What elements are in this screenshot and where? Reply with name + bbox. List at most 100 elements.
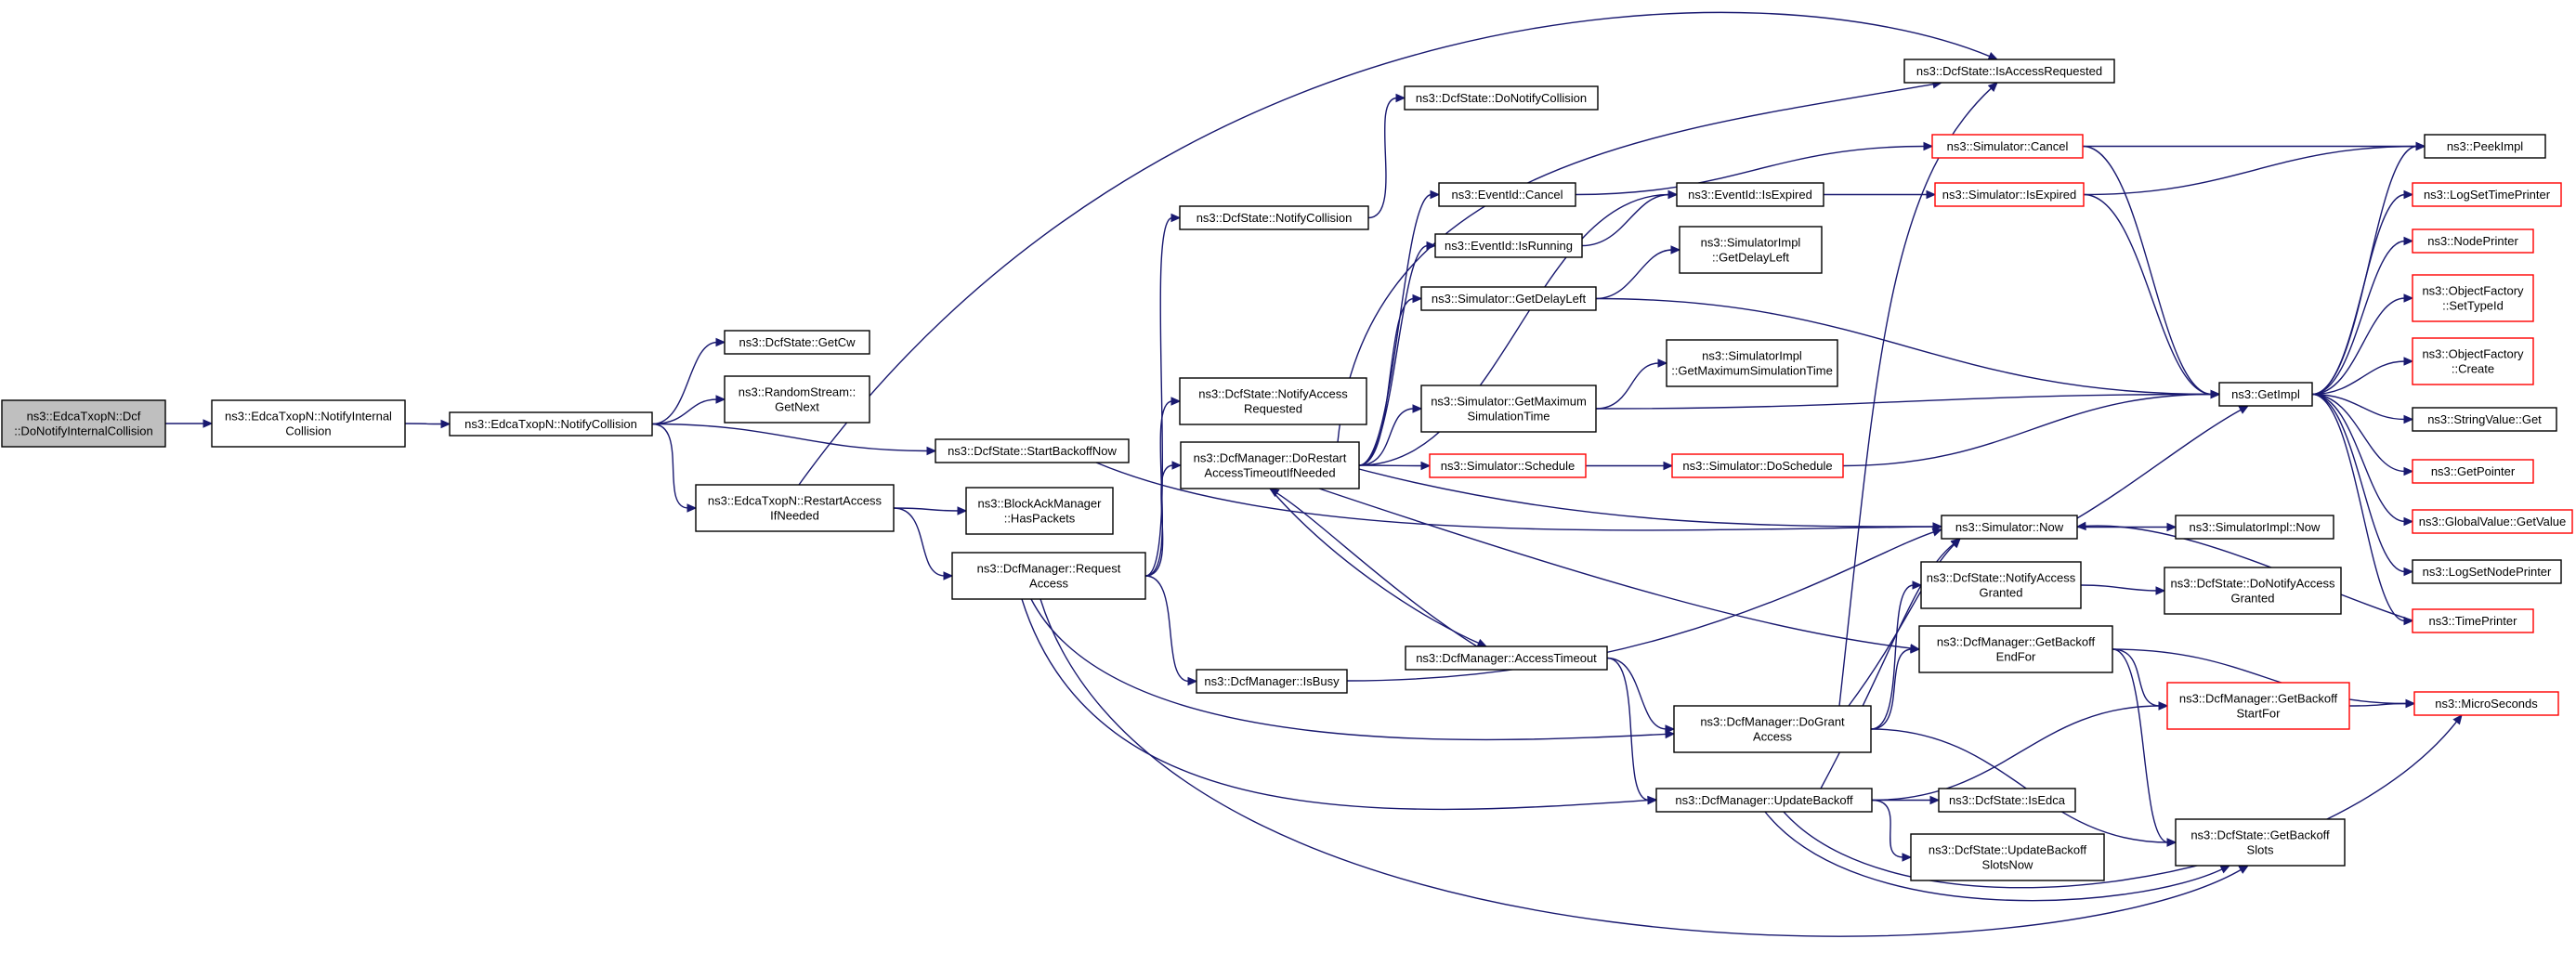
node-ns3-objectfactory-create[interactable]: ns3::ObjectFactory::Create [2412, 337, 2534, 385]
edge-n15-to-n7 [1838, 82, 1998, 707]
node-label: ns3::DcfState::NotifyAccess [1927, 571, 2076, 585]
node-label: ns3::DcfState::IsAccessRequested [1916, 64, 2102, 78]
node-ns3-edcatxopn-dcf-donotifyinternalcollision[interactable]: ns3::EdcaTxopN::Dcf::DoNotifyInternalCol… [1, 399, 166, 448]
node-ns3-simulator-now[interactable]: ns3::Simulator::Now [1941, 515, 2078, 540]
node-ns3-simulator-getmaximumsimulationtime[interactable]: ns3::Simulator::GetMaximumSimulationTime [1420, 385, 1597, 433]
node-label: ns3::LogSetTimePrinter [2424, 188, 2551, 202]
edge-n9-to-n11 [1144, 213, 1182, 577]
edge-n39-to-n42 [2311, 293, 2414, 396]
node-ns3-randomstream-getnext[interactable]: ns3::RandomStream::GetNext [724, 375, 870, 424]
node-box [1918, 625, 2113, 673]
edge-n11-to-n18 [1367, 93, 1406, 219]
node-ns3-logsettimeprinter[interactable]: ns3::LogSetTimePrinter [2412, 182, 2562, 207]
node-label: ns3::DcfState::GetCw [739, 335, 856, 349]
edge-n9-to-n13 [1144, 461, 1183, 577]
node-box [2412, 228, 2534, 254]
node-ns3-nodeprinter[interactable]: ns3::NodePrinter [2412, 228, 2534, 254]
edge-n9-to-n16 [1021, 598, 1658, 811]
node-label: StartFor [2237, 707, 2282, 721]
node-ns3-dcfmanager-accesstimeout[interactable]: ns3::DcfManager::AccessTimeout [1405, 646, 1608, 671]
edge-n23-to-n30 [1586, 461, 1674, 471]
edge-n22-to-n39 [1595, 389, 2221, 410]
node-ns3-objectfactory-settypeid[interactable]: ns3::ObjectFactory::SetTypeId [2412, 274, 2534, 322]
node-label: ns3::DcfState::UpdateBackoff [1929, 843, 2087, 857]
node-ns3-blockackmanager-haspackets[interactable]: ns3::BlockAckManager::HasPackets [965, 487, 1114, 535]
node-ns3-timeprinter[interactable]: ns3::TimePrinter [2412, 608, 2534, 633]
node-ns3-globalvalue-getvalue[interactable]: ns3::GlobalValue::GetValue [2412, 509, 2573, 534]
node-ns3-simulatorimpl-getmaximumsimulationtime[interactable]: ns3::SimulatorImpl::GetMaximumSimulation… [1666, 339, 1838, 387]
edge-n24-to-n13 [1268, 488, 1478, 647]
node-label: IfNeeded [770, 509, 819, 523]
edge-n15-to-n31 [1870, 580, 1923, 730]
node-ns3-edcatxopn-notifycollision[interactable]: ns3::EdcaTxopN::NotifyCollision [449, 411, 653, 437]
edge-n39-to-n43 [2311, 357, 2414, 396]
node-ns3-dcfmanager-dorestartaccesstimeoutifneeded[interactable]: ns3::DcfManager::DoRestartAccessTimeoutI… [1180, 441, 1360, 489]
node-ns3-dcfstate-notifycollision[interactable]: ns3::DcfState::NotifyCollision [1179, 205, 1369, 230]
node-ns3-peekimpl[interactable]: ns3::PeekImpl [2424, 134, 2546, 159]
node-ns3-eventid-cancel[interactable]: ns3::EventId::Cancel [1438, 182, 1576, 207]
edge-n27-to-n39 [2083, 193, 2221, 399]
edge-n24-to-n15 [1606, 657, 1676, 734]
node-ns3-simulator-getdelayleft[interactable]: ns3::Simulator::GetDelayLeft [1420, 286, 1597, 311]
node-ns3-edcatxopn-notifyinternalcollision[interactable]: ns3::EdcaTxopN::NotifyInternalCollision [211, 399, 406, 448]
node-label: ::DoNotifyInternalCollision [14, 424, 153, 438]
node-box [965, 487, 1114, 535]
node-box [1931, 134, 2084, 159]
node-ns3-getimpl[interactable]: ns3::GetImpl [2218, 382, 2313, 407]
node-label: ns3::BlockAckManager [978, 497, 1103, 511]
node-ns3-dcfmanager-updatebackoff[interactable]: ns3::DcfManager::UpdateBackoff [1655, 788, 1873, 813]
node-label: ::SetTypeId [2442, 299, 2504, 313]
node-label: ns3::DcfManager::IsBusy [1204, 674, 1340, 688]
edge-n2-to-n3 [651, 337, 726, 425]
node-ns3-simulator-schedule[interactable]: ns3::Simulator::Schedule [1429, 453, 1587, 478]
node-label: ns3::GetImpl [2231, 387, 2300, 401]
node-label: ns3::DcfManager::Request [977, 562, 1121, 576]
node-ns3-dcfstate-getcw[interactable]: ns3::DcfState::GetCw [724, 330, 870, 355]
edge-n2-to-n4 [651, 395, 726, 425]
node-ns3-getpointer[interactable]: ns3::GetPointer [2412, 459, 2534, 484]
edge-n39-to-n44 [2311, 393, 2414, 424]
node-ns3-dcfmanager-isbusy[interactable]: ns3::DcfManager::IsBusy [1196, 669, 1348, 694]
node-ns3-eventid-isexpired[interactable]: ns3::EventId::IsExpired [1676, 182, 1824, 207]
node-label: ns3::Simulator::GetMaximum [1431, 395, 1587, 409]
node-box [2164, 567, 2342, 615]
node-ns3-dcfstate-isaccessrequested[interactable]: ns3::DcfState::IsAccessRequested [1903, 59, 2115, 84]
node-label: ns3::DcfManager::UpdateBackoff [1675, 793, 1853, 807]
edge-n39-to-n41 [2311, 236, 2414, 396]
node-ns3-simulatorimpl-now[interactable]: ns3::SimulatorImpl::Now [2175, 515, 2334, 540]
node-ns3-simulatorimpl-getdelayleft[interactable]: ns3::SimulatorImpl::GetDelayLeft [1679, 226, 1823, 274]
node-ns3-simulator-doschedule[interactable]: ns3::Simulator::DoSchedule [1671, 453, 1844, 478]
node-ns3-dcfstate-isedca[interactable]: ns3::DcfState::IsEdca [1938, 788, 2076, 813]
edge-n16-to-n35 [1871, 799, 1913, 862]
edge-n15-to-n32 [1870, 645, 1921, 730]
node-ns3-eventid-isrunning[interactable]: ns3::EventId::IsRunning [1434, 233, 1583, 258]
node-ns3-logsetnodeprinter[interactable]: ns3::LogSetNodePrinter [2412, 559, 2562, 584]
nodes-layer: ns3::EdcaTxopN::Dcf::DoNotifyInternalCol… [1, 59, 2573, 881]
node-ns3-dcfstate-startbackoffnow[interactable]: ns3::DcfState::StartBackoffNow [935, 438, 1130, 463]
edge-n30-to-n39 [1842, 389, 2221, 467]
node-ns3-microseconds[interactable]: ns3::MicroSeconds [2413, 691, 2559, 716]
node-ns3-dcfstate-donotifycollision[interactable]: ns3::DcfState::DoNotifyCollision [1404, 85, 1599, 111]
edge-n25-to-n38 [2083, 141, 2426, 151]
edge-n26-to-n27 [1824, 189, 1937, 200]
node-ns3-simulator-isexpired[interactable]: ns3::Simulator::IsExpired [1934, 182, 2085, 207]
node-box [1679, 226, 1823, 274]
edge-n13-to-n22 [1358, 404, 1423, 466]
node-label: ns3::DcfManager::AccessTimeout [1416, 651, 1597, 665]
edge-n13-to-n19 [1358, 189, 1441, 466]
node-box [724, 375, 870, 424]
node-box [1655, 788, 1873, 813]
node-ns3-stringvalue-get[interactable]: ns3::StringValue::Get [2412, 407, 2557, 432]
node-ns3-simulator-cancel[interactable]: ns3::Simulator::Cancel [1931, 134, 2084, 159]
node-box [1179, 377, 1367, 425]
